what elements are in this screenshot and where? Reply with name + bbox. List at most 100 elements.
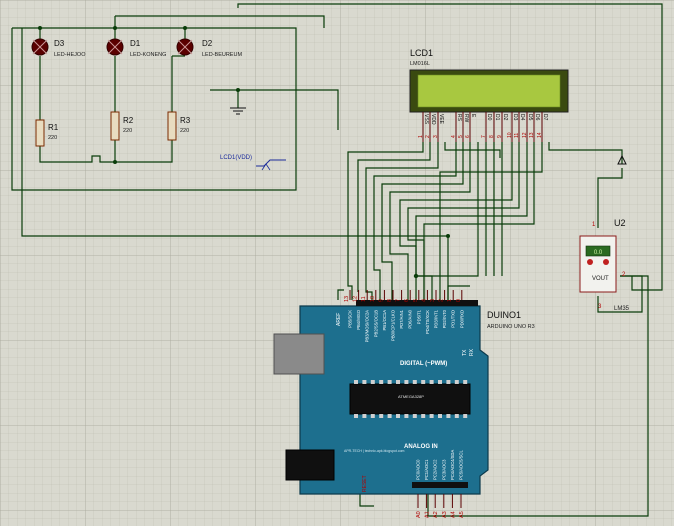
arduino-pin-number: 1 bbox=[447, 299, 453, 302]
lcd-pin-name: VDD bbox=[430, 114, 436, 125]
lcd-model: LM016L bbox=[410, 61, 430, 67]
chip-pin bbox=[354, 414, 358, 418]
chip-pin bbox=[370, 380, 375, 384]
chip-pin bbox=[362, 380, 367, 384]
arduino-pin-name: PB3/MOSI/OC2A bbox=[365, 310, 370, 343]
chip-pin bbox=[446, 380, 451, 384]
chip-pin bbox=[379, 414, 384, 418]
arduino-analog-pin-number: A0 bbox=[416, 511, 422, 518]
chip-pin bbox=[396, 380, 400, 384]
lcd-pin-name: RW bbox=[463, 114, 469, 123]
chip-pin bbox=[412, 414, 417, 418]
arduino-pin-number: 9 bbox=[378, 299, 384, 302]
lcd-pin-name: D4 bbox=[519, 114, 525, 121]
lcd-pin-name: D5 bbox=[527, 114, 533, 121]
arduino-pin-name: PD2/INT0 bbox=[442, 309, 447, 328]
lcd-vdd-terminal[interactable]: LCD1(VDD) bbox=[220, 155, 286, 171]
led-d2[interactable]: D2 LED-BEUREUM bbox=[176, 38, 242, 58]
lcd-pin-name: D3 bbox=[512, 114, 518, 121]
arduino-pin-name: PD1/TXD bbox=[451, 310, 456, 328]
chip-pin bbox=[454, 414, 459, 418]
arduino-pin-number: 7 bbox=[396, 299, 402, 302]
lcd-pin-number: 6 bbox=[465, 135, 471, 138]
lcd-lm016l[interactable]: LCD1 LM016L VSS1VDD2VEE3RS4RW5E6D07D18D2… bbox=[409, 48, 569, 142]
arduino-pin-name: PD0/RXD bbox=[459, 310, 464, 328]
resistor-value: 220 bbox=[48, 135, 57, 141]
chip-pin bbox=[396, 414, 400, 418]
chip-pin bbox=[446, 414, 451, 418]
chip-pin bbox=[387, 380, 392, 384]
sensor-pin-number: 1 bbox=[592, 222, 596, 228]
resistor-r1[interactable]: R1 220 bbox=[35, 119, 59, 147]
lcd-pin-number: 9 bbox=[497, 135, 503, 138]
sensor-decrease-button[interactable] bbox=[587, 259, 593, 265]
resistor-r2[interactable]: R2 220 bbox=[110, 111, 134, 141]
terminal-label: LCD1(VDD) bbox=[220, 155, 252, 161]
lcd-pin-name: VSS bbox=[423, 114, 429, 125]
arduino-pin-name: PB5/SCK bbox=[348, 310, 353, 328]
resistor-value: 220 bbox=[123, 128, 132, 134]
chip-pin bbox=[463, 414, 468, 418]
lcd-pin-number: 8 bbox=[489, 135, 495, 138]
chip-pin bbox=[379, 380, 384, 384]
analog-header-label: ANALOG IN bbox=[404, 444, 438, 450]
chip-pin bbox=[370, 414, 375, 418]
arduino-pin-name: PB4/MISO bbox=[356, 309, 361, 330]
resistor-ref: R2 bbox=[123, 116, 134, 125]
sensor-readout: 0.0 bbox=[594, 250, 603, 256]
arduino-pin-number: 4 bbox=[421, 299, 427, 302]
tx-label: TX bbox=[462, 349, 468, 356]
led-ref: D2 bbox=[202, 39, 213, 48]
arduino-pin-number: 0 bbox=[456, 299, 462, 302]
lcd-pin-name: RS bbox=[456, 114, 462, 122]
lcd-pin-group: VSS1VDD2VEE3RS4RW5E6D07D18D29D310D411D51… bbox=[418, 112, 548, 142]
ground-symbol-icon bbox=[230, 107, 246, 115]
resistor-r3[interactable]: R3 220 bbox=[167, 111, 191, 141]
lcd-pin-number: 3 bbox=[433, 135, 439, 138]
lcd-ref: LCD1 bbox=[410, 48, 433, 58]
led-ref: D1 bbox=[130, 39, 141, 48]
arduino-pin-number: 2 bbox=[439, 299, 445, 302]
arduino-analog-pin-name: PC3/ADC3 bbox=[441, 459, 446, 480]
power-terminal-icon bbox=[617, 154, 627, 165]
arduino-digital-pins: 13PB5/SCK12PB4/MISO11PB3/MOSI/OC2A10PB2/… bbox=[344, 290, 464, 342]
lcd-pin-number: 5 bbox=[458, 135, 464, 138]
sensor-increase-button[interactable] bbox=[603, 259, 609, 265]
arduino-model: ARDUINO UNO R3 bbox=[487, 324, 535, 330]
lcd-pin-number: 2 bbox=[425, 135, 431, 138]
arduino-pin-name: PB0/ICP1/CLKO bbox=[391, 309, 396, 341]
chip-pin bbox=[429, 414, 434, 418]
chip-pin bbox=[438, 414, 442, 418]
temperature-sensor-lm35[interactable]: U2 1 0.0 VOUT 2 3 LM35 bbox=[579, 218, 630, 312]
led-d3[interactable]: D3 LED-HEJOO bbox=[31, 38, 86, 58]
chip-pin bbox=[387, 414, 392, 418]
led-ref: D3 bbox=[54, 39, 65, 48]
arduino-analog-pin-name: PC0/ADC0 bbox=[416, 459, 421, 480]
sensor-pin-number: 2 bbox=[622, 272, 626, 278]
usb-port bbox=[273, 333, 325, 375]
lcd-pin-number: 12 bbox=[522, 132, 528, 138]
arduino-pin-name: PD7/AIN1 bbox=[399, 309, 404, 328]
lcd-screen bbox=[417, 74, 561, 108]
lcd-pin-name: D0 bbox=[486, 114, 492, 121]
arduino-ref: DUINO1 bbox=[487, 310, 521, 320]
rx-label: RX bbox=[469, 348, 475, 356]
lcd-pin-number: 4 bbox=[451, 135, 457, 138]
sensor-ref: U2 bbox=[614, 218, 626, 228]
sensor-model: LM35 bbox=[614, 306, 630, 312]
analog-header bbox=[412, 482, 468, 488]
led-value: LED-KONENG bbox=[130, 52, 166, 58]
lcd-pin-name: D1 bbox=[494, 114, 500, 121]
arduino-pin-number: 12 bbox=[353, 296, 359, 302]
lcd-pin-number: 1 bbox=[418, 135, 424, 138]
chip-pin bbox=[429, 380, 434, 384]
lcd-pin-number: 14 bbox=[537, 132, 543, 138]
arduino-analog-pin-name: PC5/ADC5/SCL bbox=[459, 450, 464, 480]
arduino-pin-number: 6 bbox=[404, 299, 410, 302]
power-jack bbox=[285, 449, 335, 481]
arduino-pin-number: 3 bbox=[430, 299, 436, 302]
arduino-analog-pin-name: PC1/ADC1 bbox=[424, 459, 429, 480]
led-d1[interactable]: D1 LED-KONENG bbox=[106, 38, 166, 58]
arduino-uno-r3[interactable]: DUINO1 ARDUINO UNO R3 ATMEGA328P DIGITAL… bbox=[273, 290, 535, 518]
